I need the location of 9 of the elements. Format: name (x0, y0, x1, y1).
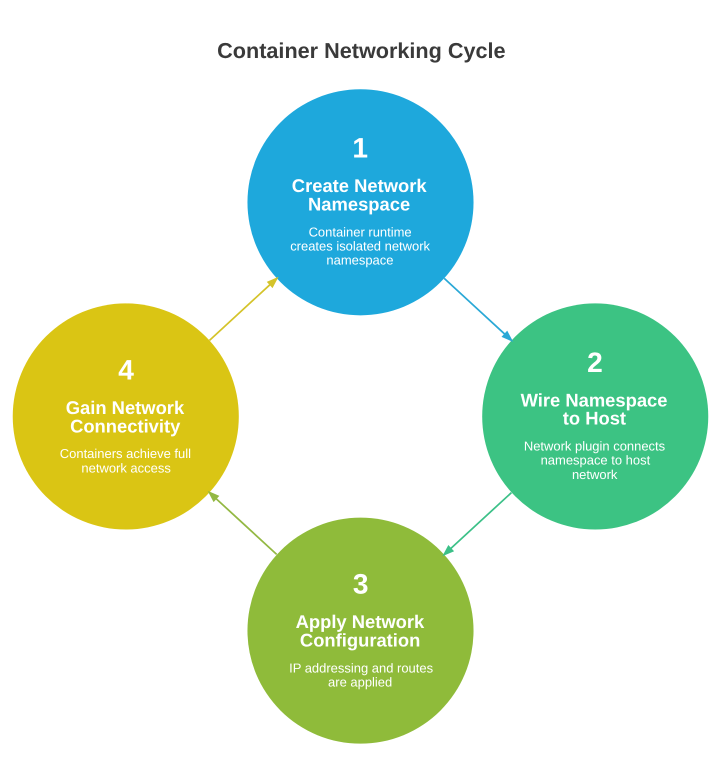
arrow (444, 277, 514, 342)
node-circle: 1 Create Network Namespace Container runtime creates isolated network namespace (247, 88, 474, 315)
node-circle: 4 Gain Network Connectivity Containers achieve full network access (12, 302, 239, 529)
arrow (442, 492, 512, 556)
arrow (208, 490, 278, 555)
node-circle: 3 Apply Network Configuration IP addressing and routes are applied (247, 517, 474, 744)
diagram-title: Container Networking Cycle (217, 37, 506, 62)
arrow (208, 276, 279, 340)
node-circle: 2 Wire Namespace to Host Network plugin connects namespace to host network (482, 302, 708, 529)
